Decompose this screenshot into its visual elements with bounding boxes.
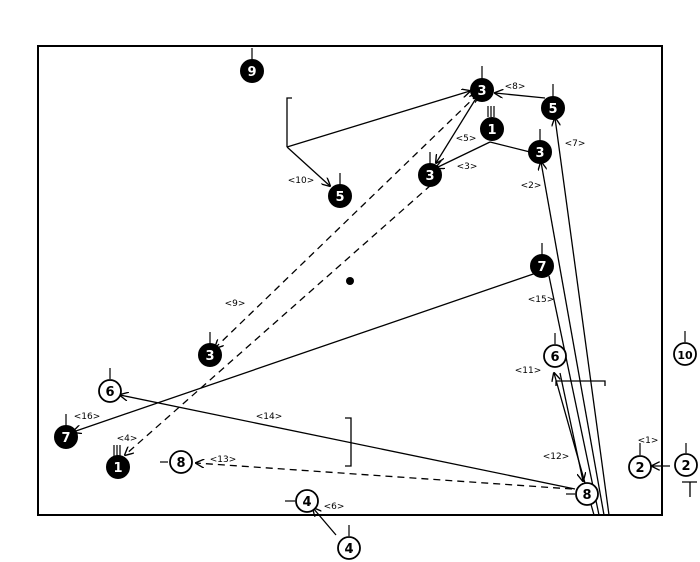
sequence-label: <16> <box>74 412 101 422</box>
player-marker <box>106 455 130 479</box>
player-number: 1 <box>487 123 496 138</box>
player-marker <box>470 78 494 102</box>
player-marker <box>541 96 565 120</box>
player-p2b[interactable]: 2 <box>674 443 698 477</box>
player-marker <box>54 425 78 449</box>
field-boundary <box>37 45 663 516</box>
player-p3b[interactable]: 3 <box>528 129 552 164</box>
player-number: 7 <box>61 431 70 446</box>
sequence-label: <4> <box>117 434 138 444</box>
player-number: 4 <box>344 542 353 557</box>
player-marker <box>674 453 698 477</box>
player-number: 7 <box>537 260 546 275</box>
player-p7b[interactable]: 7 <box>54 414 78 449</box>
player-p3a[interactable]: 3 <box>470 66 494 102</box>
player-number: 6 <box>550 350 559 365</box>
player-number: 3 <box>205 349 214 364</box>
sequence-label: <6> <box>324 502 345 512</box>
sequence-label: <1> <box>638 436 659 446</box>
pass-path <box>215 94 478 348</box>
player-p7a[interactable]: 7 <box>530 243 554 278</box>
player-p1b[interactable]: 1 <box>106 445 130 479</box>
player-marker <box>418 163 442 187</box>
sequence-label: <12> <box>543 452 570 462</box>
arrow-path <box>436 99 476 163</box>
player-marker <box>198 343 222 367</box>
arrow-path <box>120 395 576 490</box>
screen-bracket-top <box>286 97 292 147</box>
player-marker <box>628 455 652 479</box>
player-number: 4 <box>302 495 311 510</box>
player-number: 8 <box>176 456 185 471</box>
player-marker <box>98 379 122 403</box>
player-number: 9 <box>247 65 256 80</box>
screen-t-right <box>682 481 697 497</box>
arrow-path <box>73 270 543 432</box>
player-marker <box>543 344 567 368</box>
arrow-path <box>495 93 546 99</box>
player-marker <box>295 489 319 513</box>
player-marker <box>530 254 554 278</box>
sequence-label: <14> <box>256 412 283 422</box>
sequence-label: <10> <box>288 176 315 186</box>
player-number: 8 <box>582 488 591 503</box>
pass-path <box>196 463 573 490</box>
sequence-label: <13> <box>210 455 237 465</box>
player-marker <box>575 482 599 506</box>
arrow-path <box>555 118 610 516</box>
player-number: 3 <box>477 84 486 99</box>
arrow-path <box>286 91 470 148</box>
player-marker <box>480 117 504 141</box>
player-number: 5 <box>548 102 557 117</box>
player-number: 5 <box>335 190 344 205</box>
player-p6b[interactable]: 6 <box>543 333 567 368</box>
player-marker <box>328 184 352 208</box>
player-number: 2 <box>681 459 690 474</box>
player-marker <box>337 536 361 560</box>
pass-path <box>125 184 432 455</box>
player-p2a[interactable]: 2 <box>628 443 652 479</box>
player-p8a[interactable]: 8 <box>160 450 193 474</box>
player-p1a[interactable]: 1 <box>480 106 504 141</box>
player-number: 3 <box>535 146 544 161</box>
ball <box>346 277 354 285</box>
player-p4a[interactable]: 4 <box>285 489 319 513</box>
player-p10[interactable]: 10 <box>673 331 697 366</box>
sequence-label: <8> <box>505 82 526 92</box>
screen-bracket-mid <box>345 417 352 467</box>
arrow-path <box>548 275 600 516</box>
sequence-label: <2> <box>521 181 542 191</box>
player-marker <box>240 59 264 83</box>
sequence-label: <3> <box>457 162 478 172</box>
sequence-label: <15> <box>528 295 555 305</box>
player-marker <box>673 342 697 366</box>
pass-arrows <box>125 94 573 490</box>
sequence-label: <7> <box>565 139 586 149</box>
player-p6a[interactable]: 6 <box>98 368 122 403</box>
player-p9[interactable]: 9 <box>240 48 264 83</box>
player-p3c[interactable]: 3 <box>418 152 442 187</box>
sequence-label: <9> <box>225 299 246 309</box>
player-number: 6 <box>105 385 114 400</box>
player-p3d[interactable]: 3 <box>198 332 222 367</box>
sequence-label: <11> <box>515 366 542 376</box>
movement-arrows <box>73 91 670 536</box>
player-p5a[interactable]: 5 <box>541 84 565 120</box>
player-number: 10 <box>677 349 693 362</box>
player-number: 1 <box>113 461 122 476</box>
arrow-path <box>489 141 531 153</box>
arrow-path <box>541 162 605 516</box>
player-number: 2 <box>635 461 644 476</box>
sequence-label: <5> <box>456 134 477 144</box>
player-number: 3 <box>425 169 434 184</box>
arrow-path <box>313 508 337 536</box>
player-p4b[interactable]: 4 <box>337 525 361 560</box>
sequence-labels: <1> <2> <3> <4> <5> <6> <7> <8> <9> <10>… <box>74 82 659 512</box>
player-marker <box>528 140 552 164</box>
arrow-path <box>559 372 583 481</box>
player-marker <box>169 450 193 474</box>
player-p8b[interactable]: 8 <box>566 482 599 506</box>
player-p5b[interactable]: 5 <box>328 173 352 208</box>
